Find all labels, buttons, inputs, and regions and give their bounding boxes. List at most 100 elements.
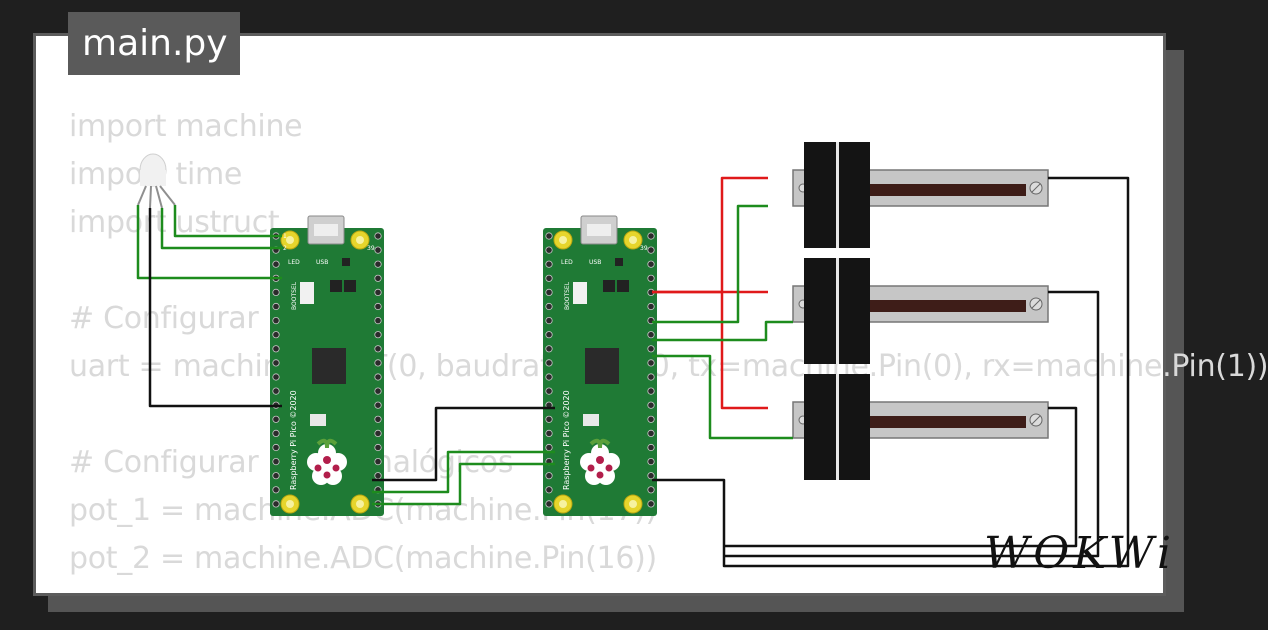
wire-green — [372, 450, 555, 494]
pin-2-label: 2 — [283, 245, 287, 252]
header-pin — [272, 345, 280, 353]
wokwi-logo: WOKWi — [984, 528, 1176, 579]
wire-black — [724, 290, 1100, 558]
header-pin — [374, 260, 382, 268]
header-pin — [374, 429, 382, 437]
header-pin — [545, 429, 553, 437]
wire-red — [720, 292, 768, 410]
header-pin — [374, 373, 382, 381]
header-pin — [545, 260, 553, 268]
header-pin — [545, 331, 553, 339]
code-line: import machine — [69, 109, 303, 144]
wire-black — [652, 176, 1130, 568]
circuit-diagram: USB LED USB LED 1 2 39 39 BOOTSEL BOOTSE… — [136, 142, 1130, 568]
header-pin — [272, 387, 280, 395]
header-pin — [272, 472, 280, 480]
header-pin — [272, 260, 280, 268]
header-pin — [545, 500, 553, 508]
header-pin — [545, 387, 553, 395]
header-pin — [647, 387, 655, 395]
header-pin — [272, 302, 280, 311]
header-pin — [374, 457, 382, 466]
wire-black — [148, 208, 282, 408]
slider-knob-2[interactable] — [804, 258, 870, 364]
header-pin — [374, 232, 382, 240]
header-pin — [374, 415, 382, 423]
board-name-label: Raspberry Pi Pico ©2020 — [289, 390, 298, 490]
header-pin — [647, 373, 655, 381]
pin-1-label: 1 — [283, 233, 287, 240]
header-pin — [272, 457, 280, 466]
header-pin — [647, 486, 655, 494]
header-pin — [647, 401, 655, 409]
header-pin — [545, 345, 553, 353]
slider-knob-3[interactable] — [804, 374, 870, 480]
header-pin — [374, 246, 382, 254]
wire-green — [136, 205, 282, 280]
header-pin — [272, 331, 280, 339]
pin-headers — [272, 232, 655, 508]
header-pin — [545, 274, 553, 282]
header-pin — [374, 359, 382, 367]
header-pin — [545, 486, 553, 494]
header-pin — [545, 232, 553, 240]
wire-green — [652, 204, 768, 324]
header-pin — [272, 316, 280, 325]
wire-black — [372, 406, 555, 482]
header-pin — [272, 359, 280, 367]
header-pin — [272, 373, 280, 381]
header-pin — [374, 387, 382, 395]
header-pin — [374, 331, 382, 339]
wire-red — [652, 176, 768, 294]
usb-label: USB — [316, 259, 328, 266]
header-pin — [374, 316, 382, 325]
header-pin — [647, 232, 655, 240]
header-pin — [545, 288, 553, 296]
header-pin — [374, 443, 382, 452]
header-pin — [647, 274, 655, 282]
header-pin — [545, 472, 553, 480]
header-pin — [374, 288, 382, 296]
header-pin — [647, 457, 655, 466]
header-pin — [647, 472, 655, 480]
header-pin — [272, 429, 280, 437]
file-tab[interactable]: main.py — [68, 12, 240, 75]
header-pin — [647, 345, 655, 353]
wire-green — [652, 354, 793, 440]
wires — [136, 176, 1130, 568]
header-pin — [545, 373, 553, 381]
header-pin — [647, 246, 655, 254]
header-pin — [647, 302, 655, 311]
header-pin — [545, 443, 553, 452]
bootsel-label: BOOTSEL — [291, 281, 298, 310]
pin-39-label: 39 — [640, 245, 648, 252]
header-pin — [272, 500, 280, 508]
wire-green — [372, 462, 555, 506]
header-pin — [374, 472, 382, 480]
bootsel-label: BOOTSEL — [564, 281, 571, 310]
header-pin — [647, 443, 655, 452]
wire-black — [724, 406, 1078, 548]
code-line: # Configurar — [69, 301, 259, 336]
pin-39-label: 39 — [367, 245, 375, 252]
header-pin — [374, 401, 382, 409]
rgb-led[interactable] — [137, 153, 176, 209]
header-pin — [647, 359, 655, 367]
header-pin — [374, 345, 382, 353]
header-pin — [545, 415, 553, 423]
header-pin — [545, 316, 553, 325]
header-pin — [545, 359, 553, 367]
wire-green — [173, 205, 282, 238]
header-pin — [647, 260, 655, 268]
header-pin — [374, 302, 382, 311]
usb-label: USB — [589, 259, 601, 266]
led-label: LED — [561, 259, 573, 266]
header-pin — [272, 443, 280, 452]
header-pin — [647, 415, 655, 423]
slider-knob-1[interactable] — [804, 142, 870, 248]
led-label: LED — [288, 259, 300, 266]
board-name-label: Raspberry Pi Pico ©2020 — [562, 390, 571, 490]
code-line: pot_2 = machine.ADC(machine.Pin(16)) — [69, 541, 657, 576]
wire-green — [160, 208, 282, 250]
header-pin — [272, 486, 280, 494]
